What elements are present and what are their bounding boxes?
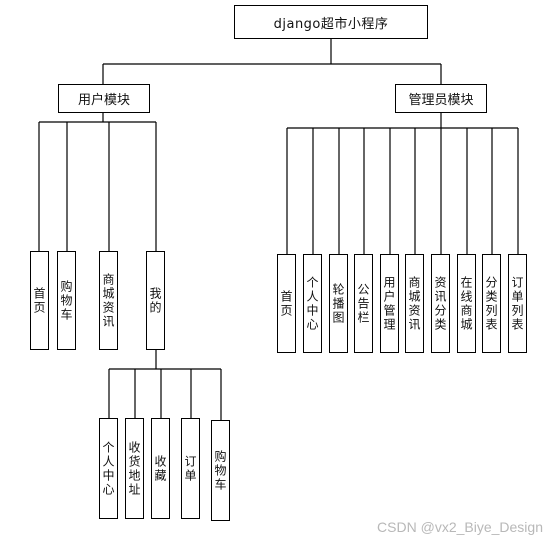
user-module-label: 用户模块	[77, 93, 130, 108]
root-label: django超市小程序	[273, 16, 389, 32]
node-label: 首页	[279, 289, 293, 318]
user-module-node: 用户模块	[58, 84, 150, 113]
mine-node-cart: 购物车	[211, 420, 230, 521]
mine-node-favorites: 收藏	[151, 418, 170, 519]
user-node-cart: 购物车	[57, 251, 76, 350]
admin-node-carousel: 轮播图	[329, 254, 348, 353]
admin-node-category-list: 分类列表	[482, 254, 501, 353]
node-label: 资讯分类	[433, 275, 447, 332]
admin-node-news: 商城资讯	[405, 254, 424, 353]
node-label: 个人中心	[305, 275, 319, 332]
admin-node-online-mall: 在线商城	[457, 254, 476, 353]
admin-module-label: 管理员模块	[408, 93, 474, 108]
node-label: 我的	[148, 286, 162, 315]
user-node-mine: 我的	[146, 251, 165, 350]
node-label: 订单列表	[510, 275, 524, 332]
admin-node-user-management: 用户管理	[380, 254, 399, 353]
node-label: 分类列表	[484, 275, 498, 332]
node-label: 商城资讯	[101, 272, 115, 329]
admin-module-node: 管理员模块	[395, 84, 487, 113]
user-node-news: 商城资讯	[99, 251, 118, 350]
admin-node-order-list: 订单列表	[508, 254, 527, 353]
admin-node-home: 首页	[277, 254, 296, 353]
node-label: 公告栏	[356, 282, 370, 325]
node-label: 个人中心	[101, 440, 115, 497]
root-node: django超市小程序	[234, 5, 428, 39]
user-node-home: 首页	[30, 251, 49, 350]
node-label: 用户管理	[382, 275, 396, 332]
node-label: 在线商城	[459, 275, 473, 332]
node-label: 商城资讯	[407, 275, 421, 332]
node-label: 购物车	[59, 279, 73, 322]
mine-node-orders: 订单	[181, 418, 200, 519]
admin-node-notice: 公告栏	[354, 254, 373, 353]
watermark-text: CSDN @vx2_Biye_Design	[377, 519, 543, 535]
node-label: 轮播图	[331, 282, 345, 325]
mine-node-address: 收货地址	[125, 418, 144, 519]
node-label: 收藏	[153, 454, 167, 483]
admin-node-news-category: 资讯分类	[431, 254, 450, 353]
node-label: 订单	[183, 454, 197, 483]
admin-node-profile: 个人中心	[303, 254, 322, 353]
mine-node-profile: 个人中心	[99, 418, 118, 519]
node-label: 收货地址	[127, 440, 141, 497]
node-label: 首页	[32, 286, 46, 315]
node-label: 购物车	[213, 449, 227, 492]
